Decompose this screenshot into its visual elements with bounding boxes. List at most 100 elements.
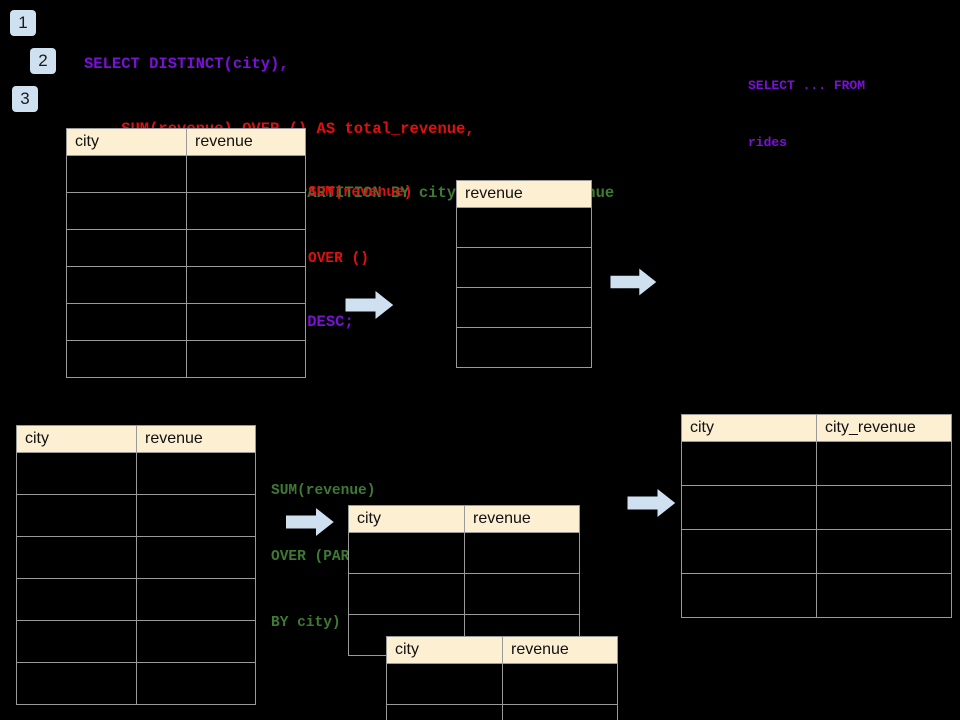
total-revenue-table: revenue <box>456 180 592 368</box>
table-row <box>681 573 952 618</box>
cell-city <box>681 573 817 618</box>
cell-revenue <box>502 704 618 720</box>
table-header-row: revenue <box>456 180 592 208</box>
table-header-row: city city_revenue <box>681 414 952 442</box>
column-header-revenue: revenue <box>186 128 306 156</box>
table-header-row: city revenue <box>66 128 306 156</box>
cell-city-revenue <box>816 573 952 618</box>
column-header-city: city <box>66 128 187 156</box>
cell-revenue <box>186 155 306 193</box>
annotation-select-from-line1: SELECT ... FROM <box>748 78 866 93</box>
cell-city <box>66 340 187 378</box>
annotation-sum-over-partition-line1: SUM(revenue) <box>271 483 376 499</box>
table-header-row: city revenue <box>386 636 618 664</box>
cell-city <box>681 485 817 530</box>
column-header-revenue: revenue <box>502 636 618 664</box>
table-row <box>681 441 952 486</box>
table-row <box>456 247 592 288</box>
cell-city-revenue <box>816 529 952 574</box>
cell-city <box>66 155 187 193</box>
cell-city <box>16 620 137 663</box>
cell-city-revenue <box>816 441 952 486</box>
result-city-revenue-table: city city_revenue <box>681 414 952 618</box>
cell-city <box>16 536 137 579</box>
cell-city <box>386 663 503 705</box>
cell-revenue <box>464 573 580 615</box>
table-row <box>456 207 592 248</box>
table-row <box>348 573 580 615</box>
table-row <box>16 536 256 579</box>
cell-city <box>66 192 187 230</box>
table-row <box>16 578 256 621</box>
table-header-row: city revenue <box>348 505 580 533</box>
arrow-source-to-partition <box>285 505 336 539</box>
table-row <box>348 532 580 574</box>
table-row <box>66 340 306 378</box>
table-row <box>16 620 256 663</box>
table-row <box>386 704 618 720</box>
cell-revenue <box>186 340 306 378</box>
source-rides-table-bottom: city revenue <box>16 425 256 705</box>
cell-revenue <box>456 247 592 288</box>
column-header-city: city <box>16 425 137 453</box>
table-row <box>16 452 256 495</box>
table-row <box>66 155 306 193</box>
cell-city <box>16 578 137 621</box>
column-header-city: city <box>348 505 465 533</box>
column-header-city: city <box>681 414 817 442</box>
cell-city <box>681 529 817 574</box>
step-badge-1: 1 <box>10 10 36 36</box>
column-header-city-revenue: city_revenue <box>816 414 952 442</box>
annotation-sum-over-empty-line1: SUM(revenue) <box>308 185 413 201</box>
cell-city <box>66 229 187 267</box>
cell-revenue <box>136 662 256 705</box>
table-header-row: city revenue <box>16 425 256 453</box>
cell-city <box>66 303 187 341</box>
cell-city <box>66 266 187 304</box>
cell-city <box>16 494 137 537</box>
arrow-total-to-result <box>610 266 658 298</box>
annotation-sum-over-empty: SUM(revenue) OVER () <box>308 138 412 314</box>
step-badge-2: 2 <box>30 48 56 74</box>
cell-revenue <box>186 266 306 304</box>
cell-revenue <box>502 663 618 705</box>
cell-revenue <box>136 620 256 663</box>
table-row <box>66 266 306 304</box>
annotation-sum-over-partition: SUM(revenue) OVER (PARTITION BY city) <box>271 436 402 678</box>
cell-revenue <box>186 303 306 341</box>
annotation-select-from-line2: rides <box>748 135 788 150</box>
table-row <box>681 485 952 530</box>
cell-revenue <box>136 578 256 621</box>
cell-city-revenue <box>816 485 952 530</box>
source-rides-table-top: city revenue <box>66 128 306 378</box>
step-badge-3: 3 <box>12 86 38 112</box>
sql-line-1: SELECT DISTINCT(city), <box>84 55 289 73</box>
arrow-source-to-total <box>345 288 395 322</box>
cell-revenue <box>136 536 256 579</box>
cell-revenue <box>456 207 592 248</box>
table-row <box>16 494 256 537</box>
cell-revenue <box>136 494 256 537</box>
partition-group-table-upper: city revenue <box>348 505 580 656</box>
column-header-revenue: revenue <box>464 505 580 533</box>
table-row <box>456 327 592 368</box>
partition-group-table-lower: city revenue <box>386 636 618 720</box>
cell-revenue <box>464 532 580 574</box>
cell-revenue <box>186 192 306 230</box>
table-row <box>66 303 306 341</box>
table-row <box>66 192 306 230</box>
cell-city <box>348 532 465 574</box>
cell-revenue <box>456 287 592 328</box>
cell-revenue <box>136 452 256 495</box>
table-row <box>16 662 256 705</box>
cell-city <box>386 704 503 720</box>
cell-city <box>681 441 817 486</box>
arrow-partition-to-result <box>627 486 677 520</box>
cell-revenue <box>186 229 306 267</box>
annotation-sum-over-empty-line2: OVER () <box>308 251 369 267</box>
cell-city <box>16 662 137 705</box>
table-row <box>681 529 952 574</box>
table-row <box>66 229 306 267</box>
table-row <box>456 287 592 328</box>
